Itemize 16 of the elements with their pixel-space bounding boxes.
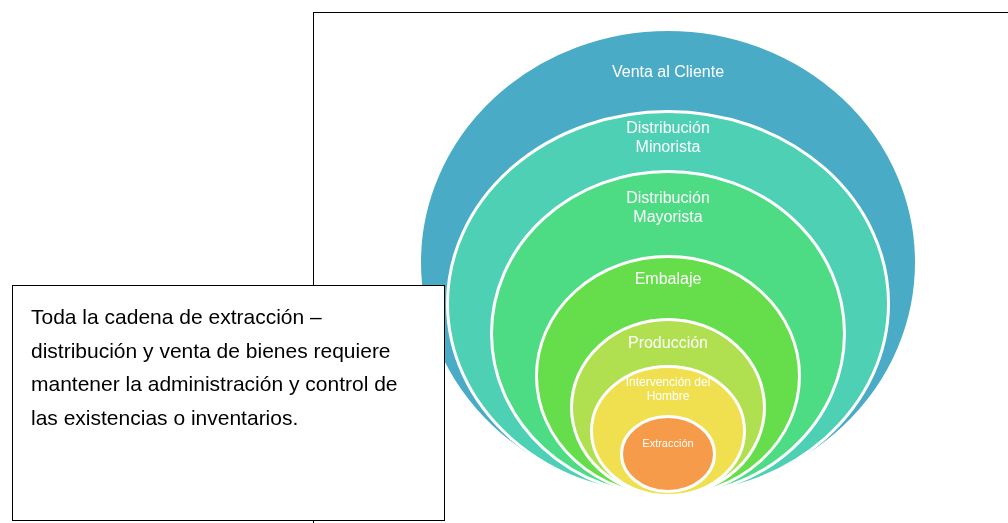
ring-circle	[535, 255, 801, 497]
ring-circle	[590, 365, 746, 497]
ring-label: Distribución Minorista	[625, 118, 711, 157]
ring-label: Extracción	[642, 437, 694, 451]
ring-label: Distribución Mayorista	[625, 188, 711, 227]
ring-circle	[490, 170, 846, 497]
note-box	[12, 285, 445, 521]
ring-label: Producción	[626, 333, 709, 353]
ring-label: Intervención del Hombre	[624, 375, 712, 404]
ring-circle	[446, 110, 890, 497]
ring-circle	[570, 318, 766, 497]
ring-circle	[418, 28, 918, 497]
note-text: Toda la cadena de extracción – distribución y venta de bienes requiere mantener la administración y control de las existencias o inventarios.	[31, 304, 399, 431]
ring-circle	[620, 415, 716, 493]
ring-label: Embalaje	[633, 269, 703, 289]
ring-label: Venta al Cliente	[610, 62, 726, 82]
